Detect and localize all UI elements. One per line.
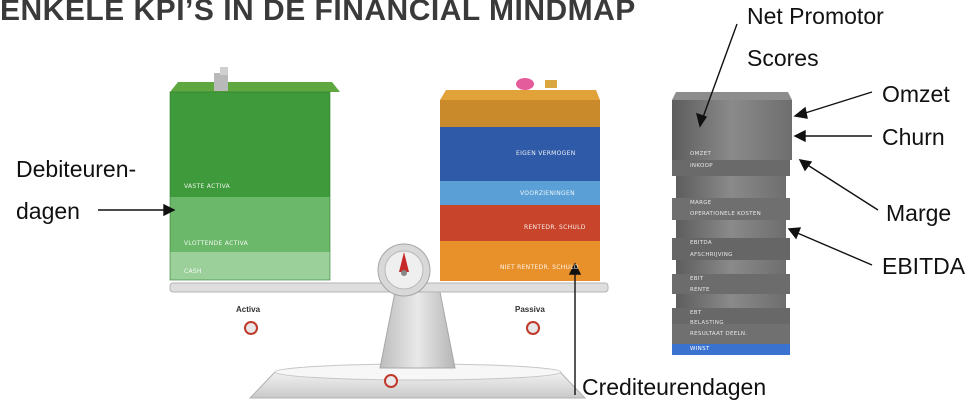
stack-row-ebt: EBT bbox=[690, 310, 702, 316]
stack-row-operationele-kosten: OPERATIONELE KOSTEN bbox=[690, 211, 762, 217]
stack-row-resultaat-deeln: RESULTAAT DEELN. bbox=[690, 331, 748, 337]
stack-row-omzet: OMZET bbox=[690, 151, 712, 157]
scale-base bbox=[248, 363, 587, 399]
stack-row-ebitda: EBITDA bbox=[690, 240, 712, 246]
layer-voorzieningen: VOORZIENINGEN bbox=[520, 190, 575, 197]
callout-omzet: Omzet bbox=[882, 81, 950, 107]
callout-marge: Marge bbox=[886, 200, 952, 226]
base-marker bbox=[384, 374, 398, 388]
callout-crediteuren: Crediteurendagen bbox=[582, 374, 767, 400]
callout-net-promotor-line1: Net Promotor bbox=[747, 3, 884, 29]
passiva-label: Passiva bbox=[515, 305, 545, 314]
stack-row-afschrijving: AFSCHRIJVING bbox=[690, 252, 733, 258]
callout-ebitda: EBITDA bbox=[882, 253, 966, 279]
callout-net-promotor-line2: Scores bbox=[747, 45, 819, 71]
layer-rentedr-schuld: RENTEDR. SCHULD bbox=[524, 224, 586, 231]
activa-block bbox=[169, 67, 340, 281]
activa-label: Activa bbox=[236, 305, 261, 314]
stack-row-belasting: BELASTING bbox=[690, 320, 724, 326]
activa-marker bbox=[244, 321, 258, 335]
callout-debiteuren-line1: Debiteuren- bbox=[16, 156, 137, 182]
callout-churn: Churn bbox=[882, 124, 945, 150]
layer-eigen-vermogen: EIGEN VERMOGEN bbox=[516, 150, 576, 157]
scale-dial bbox=[377, 243, 431, 297]
layer-vlottende-activa: VLOTTENDE ACTIVA bbox=[184, 240, 249, 247]
stack-row-rente: RENTE bbox=[690, 287, 710, 293]
scale-stand bbox=[379, 291, 456, 369]
callout-arrows bbox=[98, 23, 879, 395]
stack-row-marge: MARGE bbox=[690, 200, 712, 206]
stack-row-ebit: EBIT bbox=[690, 276, 704, 282]
income-statement-stack bbox=[672, 92, 792, 355]
layer-cash: CASH bbox=[184, 268, 202, 275]
stack-row-winst: WINST bbox=[690, 346, 710, 352]
callout-debiteuren-line2: dagen bbox=[16, 198, 80, 224]
passiva-marker bbox=[526, 321, 540, 335]
layer-vaste-activa: VASTE ACTIVA bbox=[184, 183, 231, 190]
passiva-block bbox=[440, 78, 600, 281]
layer-niet-rentedr-schuld: NIET RENTEDR. SCHULD bbox=[500, 264, 579, 271]
stack-row-inkoop: INKOOP bbox=[690, 163, 713, 169]
page-title: ENKELE KPI’S IN DE FINANCIAL MINDMAP bbox=[0, 0, 636, 27]
